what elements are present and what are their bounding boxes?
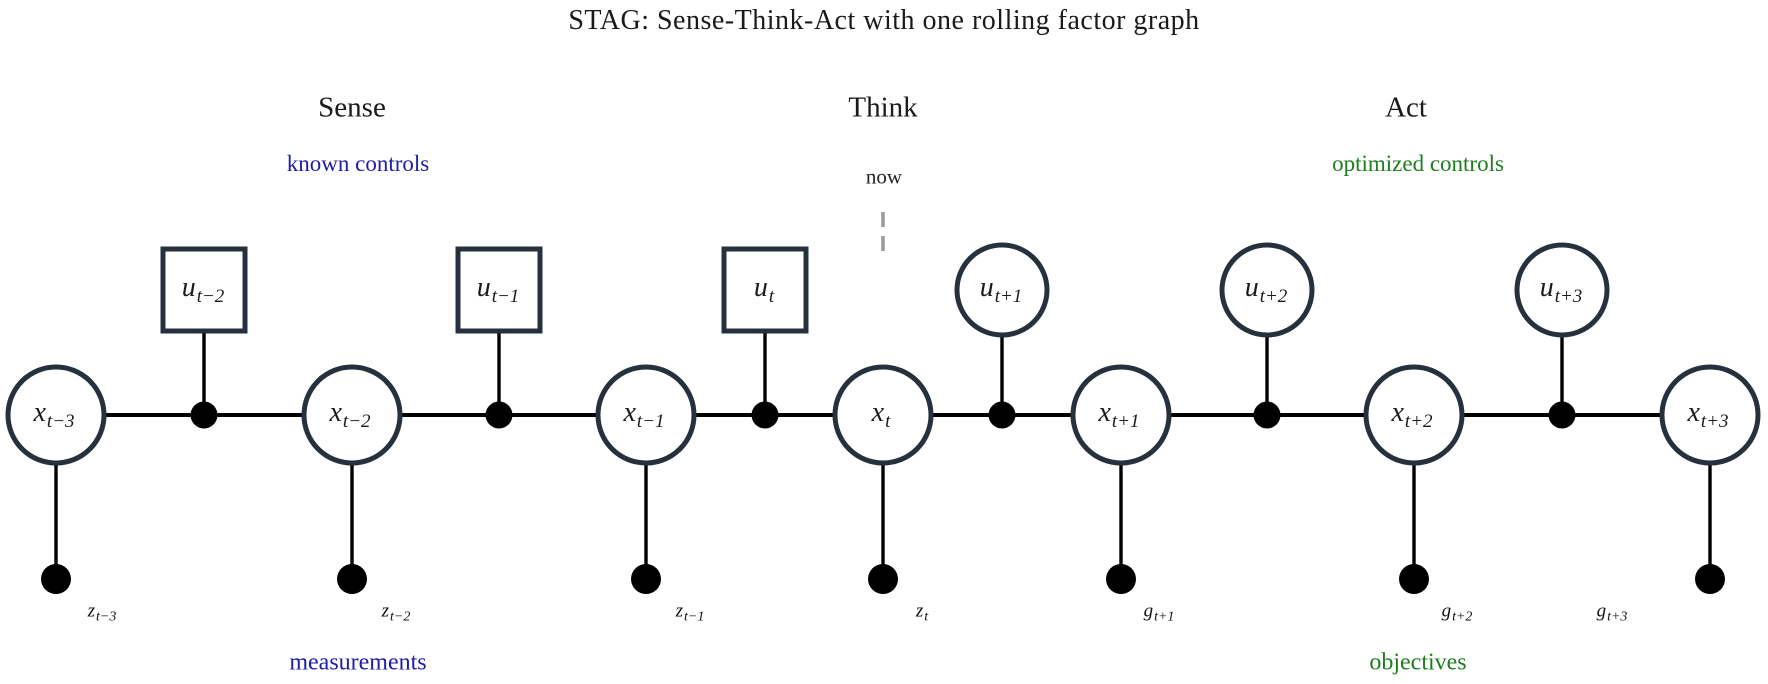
measurements-label: measurements (289, 649, 427, 676)
leaf-label-z-t-3: zt−3 (87, 600, 117, 625)
state-label-x-t-1: xt−1 (623, 397, 665, 432)
factor-dot-z-t (868, 564, 898, 594)
known-controls-label: known controls (286, 151, 430, 176)
state-node-x-t+1 (1070, 364, 1172, 466)
leaf-label-g-t+1: gt+1 (1143, 600, 1175, 625)
state-node-x-t-1 (595, 364, 697, 466)
leaf-label-z-t: zt (915, 600, 929, 625)
state-node-x-t+2 (1363, 364, 1465, 466)
control-node-u-t+3 (1514, 242, 1610, 338)
control-node-u-t+1 (954, 242, 1050, 338)
control-node-u-t+2 (1219, 242, 1315, 338)
factor-dot-transition-6 (1548, 401, 1576, 429)
factor-dot-transition-1 (190, 401, 218, 429)
state-node-x-t-2 (301, 364, 403, 466)
state-node-x-t (832, 364, 934, 466)
factor-dot-z-t-2 (337, 564, 367, 594)
control-label-u-t-1: ut−1 (476, 272, 520, 307)
state-label-x-t-3: xt−3 (33, 397, 75, 432)
control-label-u-t+2: ut+2 (1244, 272, 1288, 307)
state-node-x-t+3 (1659, 364, 1761, 466)
factor-dot-transition-2 (485, 401, 513, 429)
now-label: now (865, 164, 903, 189)
factor-dot-z-t-3 (41, 564, 71, 594)
control-label-u-t+3: ut+3 (1539, 272, 1583, 307)
factor-dot-g-t+2 (1399, 564, 1429, 594)
state-label-x-t+3: xt+3 (1687, 397, 1729, 432)
control-node-u-t-2 (160, 246, 248, 334)
control-label-u-t: ut (753, 272, 775, 307)
leaf-label-z-t-1: zt−1 (675, 600, 705, 625)
figure-title: STAG: Sense-Think-Act with one rolling f… (568, 5, 1200, 36)
section-header-sense: Sense (318, 91, 386, 124)
factor-dot-g-t+1 (1106, 564, 1136, 594)
state-label-x-t: xt (871, 397, 891, 432)
section-header-act: Act (1385, 91, 1427, 124)
state-node-x-t-3 (5, 364, 107, 466)
objectives-label: objectives (1369, 649, 1467, 676)
leaf-label-z-t-2: zt−2 (381, 600, 411, 625)
optimized-controls-label: optimized controls (1332, 151, 1504, 176)
control-label-u-t+1: ut+1 (979, 272, 1023, 307)
control-node-u-t-1 (455, 246, 543, 334)
state-label-x-t+1: xt+1 (1098, 397, 1140, 432)
state-label-x-t+2: xt+2 (1391, 397, 1433, 432)
state-label-x-t-2: xt−2 (329, 397, 371, 432)
factor-dot-transition-4 (988, 401, 1016, 429)
leaf-label-g-t+3: gt+3 (1596, 600, 1628, 625)
leaf-label-g-t+2: gt+2 (1441, 600, 1473, 625)
control-label-u-t-2: ut−2 (181, 272, 225, 307)
factor-dot-z-t-1 (631, 564, 661, 594)
control-node-u-t (721, 246, 809, 334)
factor-dot-g-t+3 (1695, 564, 1725, 594)
factor-dot-transition-5 (1253, 401, 1281, 429)
section-header-think: Think (848, 91, 918, 124)
factor-dot-transition-3 (751, 401, 779, 429)
